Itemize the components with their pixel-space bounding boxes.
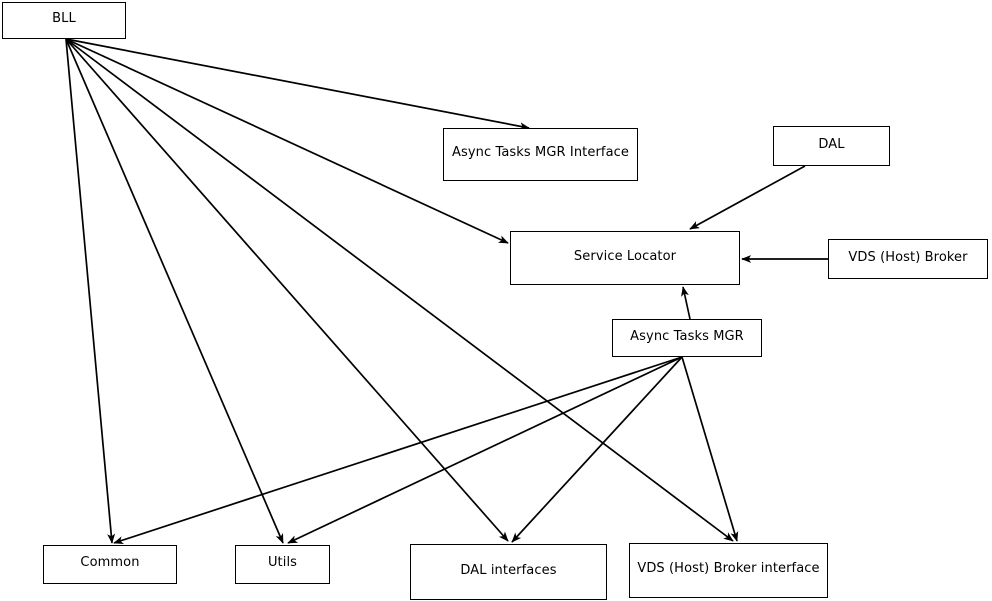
edge-async_mgr-to-service_locator (681, 286, 691, 320)
node-common[interactable]: Common (43, 545, 177, 584)
node-label: VDS (Host) Broker (848, 249, 968, 265)
edge-bll-to-service_locator (65, 38, 509, 244)
edge-bll-to-utils (65, 38, 284, 544)
node-label: Service Locator (573, 248, 677, 264)
edge-bll-to-common (65, 38, 116, 544)
node-label: DAL (818, 136, 845, 152)
node-vds-host-broker[interactable]: VDS (Host) Broker (828, 239, 988, 279)
node-utils[interactable]: Utils (235, 545, 330, 584)
edge-async_mgr-to-vds_iface (681, 356, 739, 542)
node-label: Async Tasks MGR (630, 328, 744, 344)
edge-bll-to-async_iface (65, 38, 530, 131)
node-dal[interactable]: DAL (773, 126, 890, 166)
node-vds-host-broker-interface[interactable]: VDS (Host) Broker interface (629, 543, 828, 598)
edge-async_mgr-to-utils (287, 356, 683, 544)
node-label: VDS (Host) Broker interface (637, 561, 820, 577)
edge-dal-to-service_locator (689, 165, 806, 230)
node-label: Common (80, 555, 140, 571)
edge-bll-to-vds_iface (65, 38, 734, 542)
edge-async_mgr-to-common (113, 356, 683, 544)
edge-async_mgr-to-dal_iface (511, 356, 683, 543)
node-label: BLL (52, 11, 76, 27)
node-async-tasks-mgr-interface[interactable]: Async Tasks MGR Interface (443, 128, 638, 181)
node-label: Async Tasks MGR Interface (452, 145, 629, 161)
node-service-locator[interactable]: Service Locator (510, 231, 740, 285)
node-async-tasks-mgr[interactable]: Async Tasks MGR (612, 319, 762, 357)
node-dal-interfaces[interactable]: DAL interfaces (410, 544, 607, 600)
edge-group (65, 38, 828, 544)
node-bll[interactable]: BLL (2, 2, 126, 39)
node-label: DAL interfaces (460, 562, 557, 578)
edge-bll-to-dal_iface (65, 38, 509, 542)
node-label: Utils (267, 555, 298, 571)
